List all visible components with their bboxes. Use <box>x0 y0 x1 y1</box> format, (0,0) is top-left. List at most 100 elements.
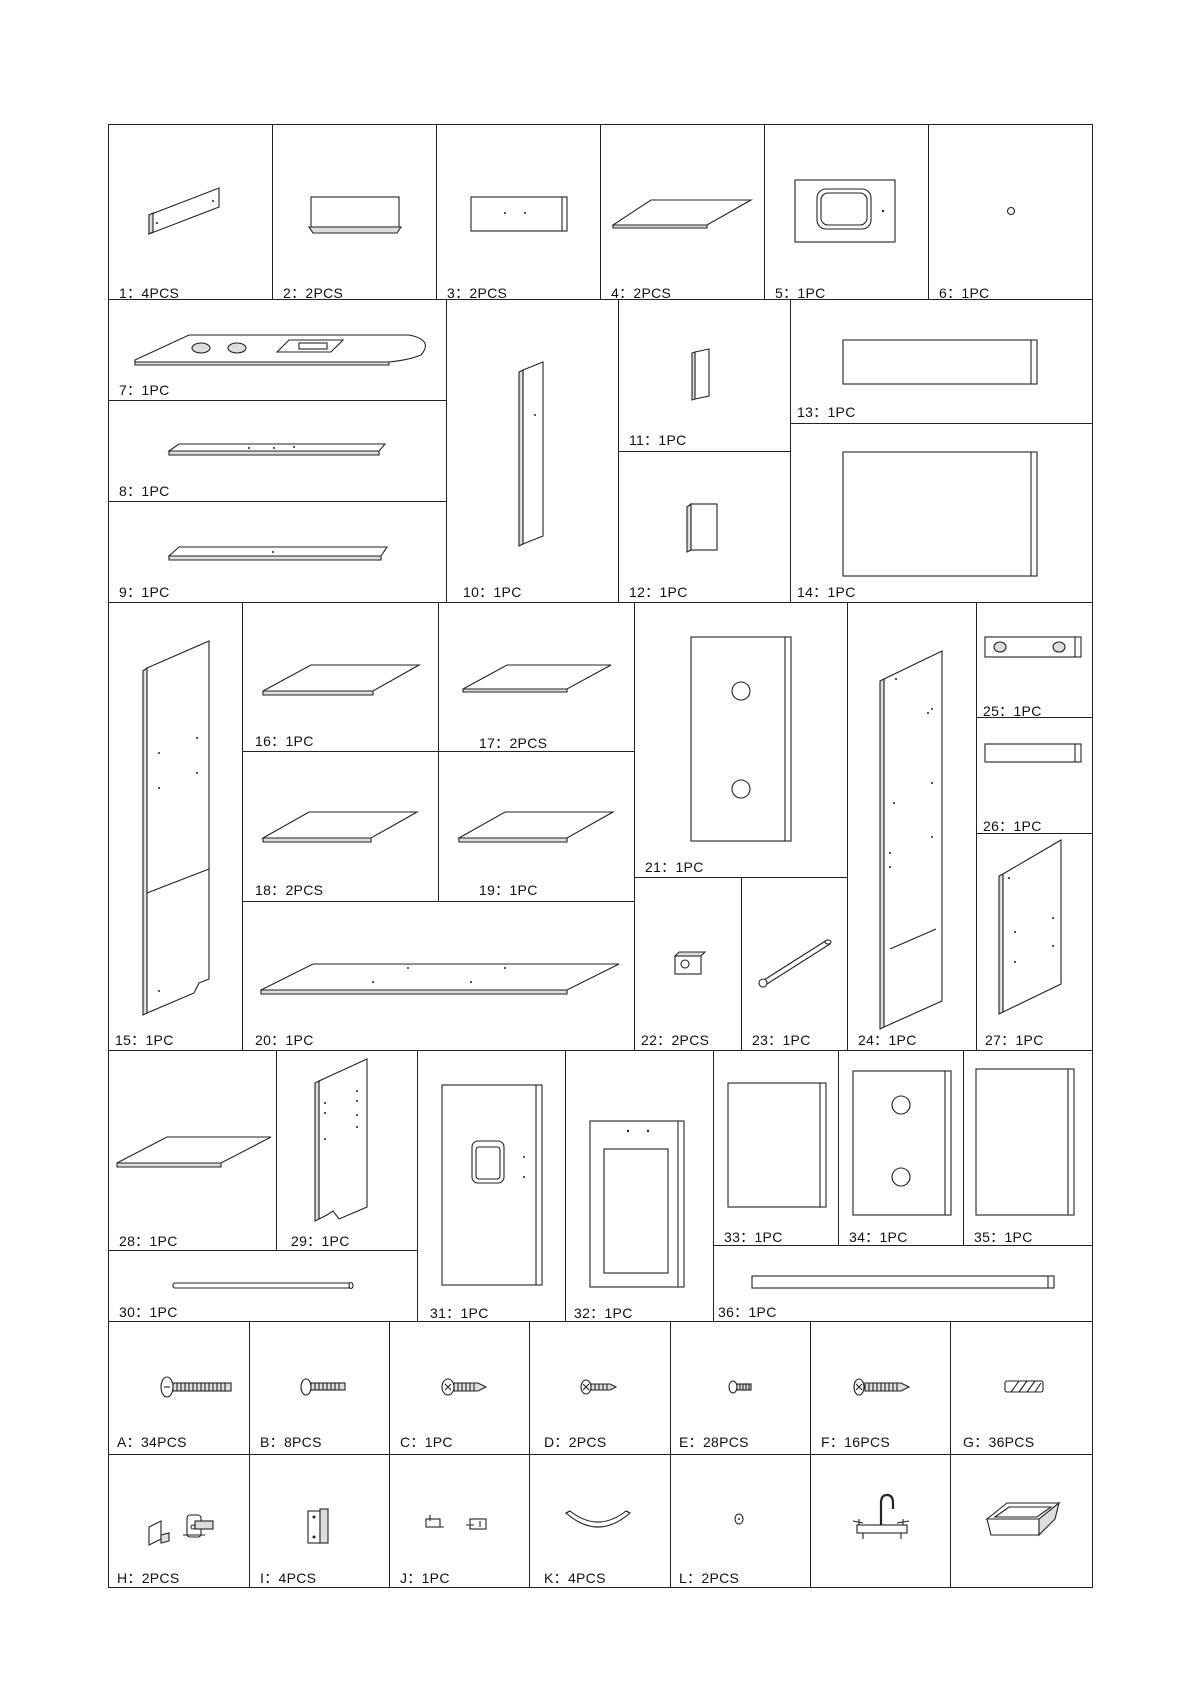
handle-k-icon <box>565 1510 631 1528</box>
hardware-e-label: E：28PCS <box>679 1434 749 1450</box>
part-32-drawing <box>589 1120 685 1288</box>
hardware-f: F：16PCS <box>810 1321 951 1455</box>
part-23: 23：1PC <box>741 877 848 1051</box>
part-14: 14：1PC <box>790 423 1093 603</box>
part-22-label: 22：2PCS <box>641 1032 710 1048</box>
hardware-c: C：1PC <box>389 1321 530 1455</box>
part-21-drawing <box>690 636 792 842</box>
hardware-g: G：36PCS <box>950 1321 1093 1455</box>
part-5-drawing <box>794 179 896 243</box>
dowel-g-icon <box>1004 1380 1044 1393</box>
part-23-drawing <box>758 939 832 988</box>
part-33-drawing <box>727 1082 827 1208</box>
hardware-faucet <box>810 1454 951 1588</box>
part-27-drawing <box>998 839 1062 1015</box>
hardware-a-label: A：34PCS <box>117 1434 187 1450</box>
screw-a-icon <box>160 1376 232 1398</box>
part-28: 28：1PC <box>108 1050 277 1251</box>
part-35: 35：1PC <box>963 1050 1093 1246</box>
part-32-label: 32：1PC <box>574 1305 633 1321</box>
part-13: 13：1PC <box>790 299 1093 424</box>
hardware-f-label: F：16PCS <box>821 1434 891 1450</box>
screw-b-icon <box>300 1378 346 1396</box>
part-25-label: 25：1PC <box>983 703 1042 719</box>
part-29-label: 29：1PC <box>291 1233 350 1249</box>
hardware-h: H：2PCS <box>108 1454 250 1588</box>
part-26-label: 26：1PC <box>983 818 1042 834</box>
part-25-drawing <box>984 636 1082 658</box>
part-27: 27：1PC <box>976 833 1093 1051</box>
part-15-drawing <box>142 640 210 1016</box>
part-20: 20：1PC <box>242 901 635 1051</box>
part-17-drawing <box>462 664 612 693</box>
small-knob-l-icon <box>734 1513 744 1525</box>
part-34-drawing <box>852 1070 952 1216</box>
part-18: 18：2PCS <box>242 751 439 902</box>
part-1: 1：4PCS <box>108 124 273 301</box>
part-23-label: 23：1PC <box>752 1032 811 1048</box>
part-22: 22：2PCS <box>634 877 742 1051</box>
hardware-j: J：1PC <box>389 1454 530 1588</box>
part-3-drawing <box>470 196 568 232</box>
hardware-k: K：4PCS <box>529 1454 671 1588</box>
hardware-g-label: G：36PCS <box>963 1434 1035 1450</box>
part-24: 24：1PC <box>847 602 977 1051</box>
part-17: 17：2PCS <box>438 602 635 752</box>
hinge-h-icon <box>148 1514 214 1546</box>
screw-e-icon <box>728 1380 752 1394</box>
hinge-plate-i-icon <box>307 1508 329 1544</box>
part-34: 34：1PC <box>838 1050 964 1246</box>
part-9-drawing <box>167 546 389 561</box>
screw-f-icon <box>853 1378 911 1396</box>
hardware-l: L：2PCS <box>670 1454 811 1588</box>
part-29: 29：1PC <box>276 1050 418 1251</box>
part-16: 16：1PC <box>242 602 439 752</box>
part-26: 26：1PC <box>976 717 1093 834</box>
part-13-label: 13：1PC <box>797 404 856 420</box>
part-5: 5：1PC <box>764 124 929 301</box>
part-19-label: 19：1PC <box>479 882 538 898</box>
part-4: 4：2PCS <box>600 124 765 301</box>
part-17-label: 17：2PCS <box>479 735 548 751</box>
part-12-label: 12：1PC <box>629 584 688 600</box>
part-12-drawing <box>686 502 718 553</box>
part-31-drawing <box>441 1084 543 1286</box>
part-7-drawing <box>134 334 426 366</box>
part-35-drawing <box>975 1068 1075 1216</box>
part-3-label: 3：2PCS <box>447 285 508 301</box>
part-21: 21：1PC <box>634 602 848 878</box>
part-4-label: 4：2PCS <box>611 285 672 301</box>
part-9-label: 9：1PC <box>119 584 170 600</box>
part-30-drawing <box>172 1281 354 1290</box>
hardware-i: I：4PCS <box>249 1454 390 1588</box>
hardware-c-label: C：1PC <box>400 1434 453 1450</box>
part-11-drawing <box>691 348 710 401</box>
part-15: 15：1PC <box>108 602 243 1051</box>
part-20-drawing <box>260 963 620 995</box>
screw-c-icon <box>441 1378 488 1396</box>
hardware-l-label: L：2PCS <box>679 1570 740 1586</box>
part-7: 7：1PC <box>108 299 447 401</box>
part-8-drawing <box>167 443 387 456</box>
part-31-label: 31：1PC <box>430 1305 489 1321</box>
screw-d-icon <box>580 1379 618 1395</box>
part-2-label: 2：2PCS <box>283 285 344 301</box>
part-33: 33：1PC <box>713 1050 839 1246</box>
sink-basin-icon <box>985 1501 1061 1537</box>
part-7-label: 7：1PC <box>119 382 170 398</box>
part-31: 31：1PC <box>417 1050 566 1322</box>
hardware-e: E：28PCS <box>670 1321 811 1455</box>
part-6-label: 6：1PC <box>939 285 990 301</box>
hardware-k-label: K：4PCS <box>544 1570 606 1586</box>
part-13-drawing <box>842 339 1038 385</box>
part-5-label: 5：1PC <box>775 285 826 301</box>
part-15-label: 15：1PC <box>115 1032 174 1048</box>
part-24-drawing <box>879 650 943 1030</box>
part-14-drawing <box>842 451 1038 577</box>
part-16-label: 16：1PC <box>255 733 314 749</box>
part-26-drawing <box>984 743 1082 763</box>
part-29-drawing <box>314 1058 368 1222</box>
latch-j-icon <box>425 1515 487 1530</box>
part-30: 30：1PC <box>108 1250 418 1322</box>
